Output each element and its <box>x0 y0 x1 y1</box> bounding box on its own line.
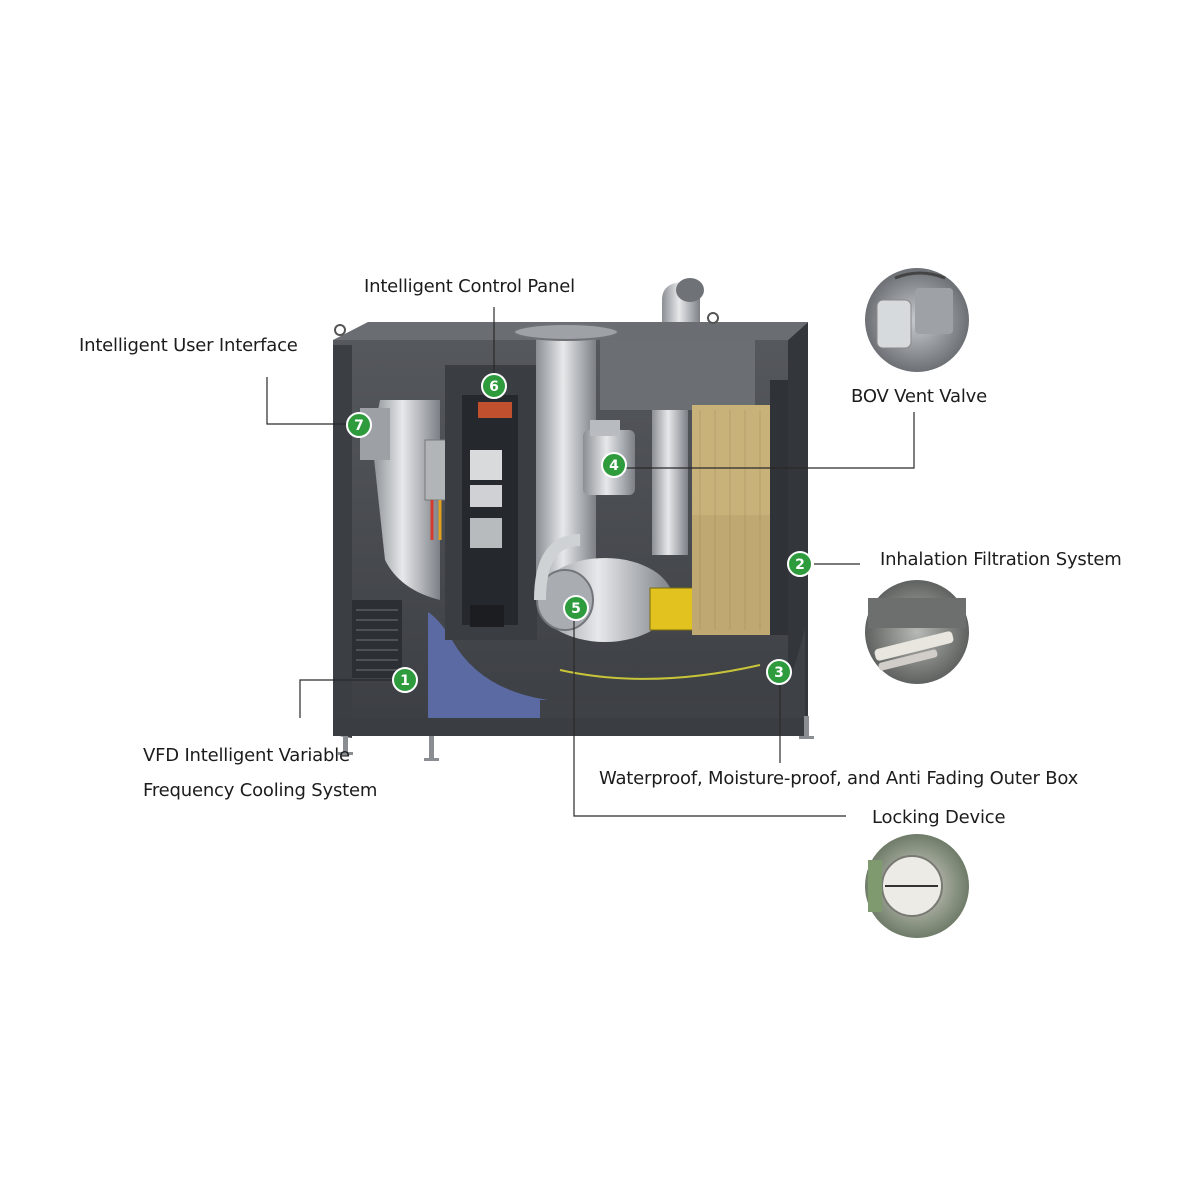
svg-text:3: 3 <box>774 665 784 681</box>
cabinet-inner-floor <box>428 612 548 720</box>
lifting-eye <box>334 324 346 336</box>
cabinet-inner-base <box>540 628 805 720</box>
label-user-interface: Intelligent User Interface <box>79 335 298 356</box>
label-inhalation: Inhalation Filtration System <box>880 549 1122 570</box>
cabinet-left-wall <box>333 345 352 738</box>
separator-cap <box>600 340 755 410</box>
svg-text:5: 5 <box>571 601 581 617</box>
intake-filter-upper <box>692 405 770 525</box>
separator-pipe <box>652 410 688 555</box>
label-bov-valve: BOV Vent Valve <box>851 386 987 407</box>
leader-bov-valve <box>625 412 915 469</box>
ground-wire <box>559 664 761 680</box>
leader-vfd <box>299 679 395 718</box>
motor-terminal-box <box>649 587 699 631</box>
relay-block <box>470 518 502 548</box>
intake-flange <box>513 323 619 341</box>
intake-filter-lower <box>692 515 770 635</box>
svg-text:6: 6 <box>489 379 499 395</box>
marker-4: 4 <box>601 452 627 478</box>
controller-display <box>470 605 504 627</box>
leader-lines <box>266 307 915 817</box>
label-vfd-line1: VFD Intelligent Variable <box>143 745 350 766</box>
leader-user-interface <box>266 377 352 425</box>
marker-1: 1 <box>392 667 418 693</box>
detail-photo-bov <box>865 268 969 372</box>
label-control-panel: Intelligent Control Panel <box>364 276 575 297</box>
marker-7: 7 <box>346 412 372 438</box>
marker-3: 3 <box>766 659 792 685</box>
marker-6: 6 <box>481 373 507 399</box>
cabinet-right-wall <box>788 322 808 735</box>
cabinet-foot <box>429 736 434 758</box>
label-locking: Locking Device <box>872 807 1006 828</box>
leader-locking <box>573 608 846 817</box>
cabinet-foot <box>343 736 348 752</box>
svg-text:1: 1 <box>400 673 410 689</box>
control-panel-backplate <box>462 395 518 625</box>
terminal-block <box>478 402 512 418</box>
label-vfd-line2: Frequency Cooling System <box>143 780 378 801</box>
svg-text:2: 2 <box>795 557 805 573</box>
contactor <box>470 485 502 507</box>
detail-photo-filtration <box>865 580 969 684</box>
number-badges: 1 2 3 4 5 6 7 <box>346 373 813 693</box>
filter-frame <box>770 380 788 635</box>
svg-text:4: 4 <box>609 458 619 474</box>
svg-text:7: 7 <box>354 418 364 434</box>
detail-photo-locking <box>865 834 969 938</box>
lifting-eye <box>707 312 719 324</box>
contactor <box>470 450 502 480</box>
marker-2: 2 <box>787 551 813 577</box>
cabinet-base-rail <box>333 718 808 736</box>
cabinet-foot <box>804 716 809 736</box>
compressor-cabinet <box>333 278 814 761</box>
marker-5: 5 <box>563 595 589 621</box>
label-outer-box: Waterproof, Moisture-proof, and Anti Fad… <box>599 768 1079 789</box>
